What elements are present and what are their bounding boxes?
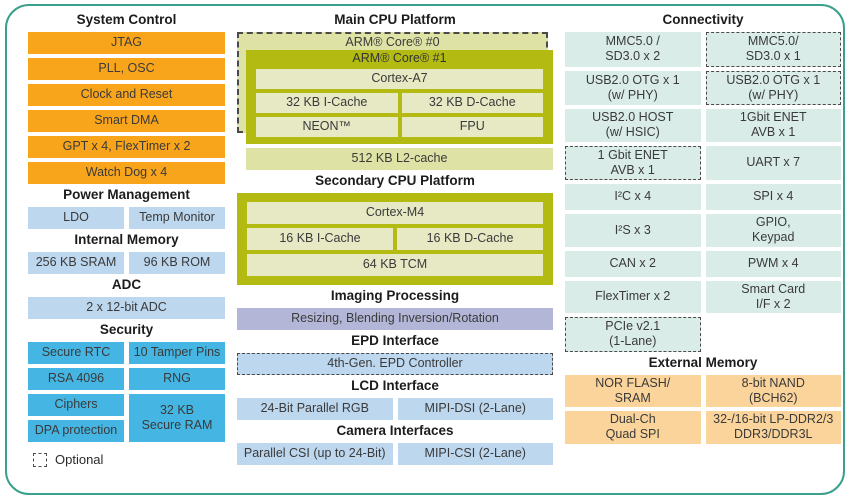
optional-legend: Optional bbox=[33, 452, 225, 467]
block-mipi-csi: MIPI-CSI (2-Lane) bbox=[397, 443, 553, 465]
block-temp-monitor: Temp Monitor bbox=[129, 207, 225, 229]
block-rng: RNG bbox=[129, 368, 225, 390]
conn-flextimer: FlexTimer x 2 bbox=[565, 280, 701, 313]
block-pll-osc: PLL, OSC bbox=[28, 58, 225, 80]
block-imaging: Resizing, Blending Inversion/Rotation bbox=[237, 308, 553, 330]
main-cpu-platform: ARM® Core® #0 ARM® Core® #1 Cortex-A7 32… bbox=[237, 32, 553, 144]
conn-pcie-optional: PCIe v2.1 (1-Lane) bbox=[565, 317, 701, 352]
connectivity-empty-slot bbox=[706, 317, 842, 352]
block-smart-dma: Smart DMA bbox=[28, 110, 225, 132]
a7-cache-row: 32 KB I-Cache 32 KB D-Cache bbox=[256, 93, 543, 113]
internal-memory-title: Internal Memory bbox=[74, 232, 179, 247]
m4-cache-row: 16 KB I-Cache 16 KB D-Cache bbox=[247, 228, 543, 250]
block-tcm: 64 KB TCM bbox=[247, 254, 543, 276]
external-memory-title: External Memory bbox=[648, 354, 758, 370]
conn-i2c: I²C x 4 bbox=[565, 184, 701, 210]
lcd-blocks: 24-Bit Parallel RGB MIPI-DSI (2-Lane) bbox=[237, 398, 553, 420]
system-control-title: System Control bbox=[76, 12, 177, 27]
secondary-cpu-platform: Cortex-M4 16 KB I-Cache 16 KB D-Cache 64… bbox=[237, 193, 553, 285]
arm-core1-box: ARM® Core® #1 Cortex-A7 32 KB I-Cache 32… bbox=[246, 50, 553, 144]
block-fpu: FPU bbox=[401, 117, 543, 137]
camera-blocks: Parallel CSI (up to 24-Bit) MIPI-CSI (2-… bbox=[237, 443, 553, 465]
block-jtag: JTAG bbox=[28, 32, 225, 54]
conn-i2s: I²S x 3 bbox=[565, 214, 701, 247]
block-tamper-pins: 10 Tamper Pins bbox=[129, 342, 225, 364]
conn-gpio-keypad: GPIO, Keypad bbox=[705, 214, 841, 247]
conn-smartcard: Smart Card I/F x 2 bbox=[705, 280, 841, 313]
imaging-title: Imaging Processing bbox=[330, 288, 460, 303]
diagram-content: System Control JTAG PLL, OSC Clock and R… bbox=[28, 9, 841, 467]
block-adc: 2 x 12-bit ADC bbox=[28, 297, 225, 319]
conn-spi: SPI x 4 bbox=[705, 184, 841, 210]
block-ldo: LDO bbox=[28, 207, 124, 229]
security-blocks: Secure RTC 10 Tamper Pins RSA 4096 RNG C… bbox=[28, 342, 225, 442]
connectivity-title: Connectivity bbox=[662, 12, 744, 27]
conn-enet-avb: 1Gbit ENET AVB x 1 bbox=[705, 109, 841, 142]
block-m4-dcache: 16 KB D-Cache bbox=[397, 228, 543, 250]
block-epd-controller: 4th-Gen. EPD Controller bbox=[237, 353, 553, 375]
block-mipi-dsi: MIPI-DSI (2-Lane) bbox=[397, 398, 553, 420]
block-parallel-rgb: 24-Bit Parallel RGB bbox=[237, 398, 393, 420]
block-rom: 96 KB ROM bbox=[129, 252, 225, 274]
conn-enet-avb-optional: 1 Gbit ENET AVB x 1 bbox=[565, 145, 701, 180]
connectivity-grid: MMC5.0 / SD3.0 x 2 MMC5.0/ SD3.0 x 1 USB… bbox=[565, 32, 841, 352]
adc-title: ADC bbox=[111, 277, 142, 292]
block-clock-reset: Clock and Reset bbox=[28, 84, 225, 106]
a7-neon-fpu-row: NEON™ FPU bbox=[256, 117, 543, 137]
adc-blocks: 2 x 12-bit ADC bbox=[28, 297, 225, 319]
conn-usb-otg: USB2.0 OTG x 1 (w/ PHY) bbox=[565, 70, 701, 105]
block-a7-icache: 32 KB I-Cache bbox=[256, 93, 398, 113]
optional-legend-label: Optional bbox=[55, 452, 104, 467]
block-cortex-a7: Cortex-A7 bbox=[256, 69, 543, 89]
block-ciphers: Ciphers bbox=[28, 394, 124, 416]
block-l2-cache: 512 KB L2-cache bbox=[246, 148, 553, 170]
block-secure-ram: 32 KB Secure RAM bbox=[129, 394, 225, 442]
extmem-nor-flash-sram: NOR FLASH/ SRAM bbox=[565, 374, 701, 407]
block-m4-icache: 16 KB I-Cache bbox=[247, 228, 393, 250]
block-parallel-csi: Parallel CSI (up to 24-Bit) bbox=[237, 443, 393, 465]
arm-core0-label: ARM® Core® #0 bbox=[345, 35, 440, 49]
external-memory-grid: NOR FLASH/ SRAM 8-bit NAND (BCH62) Dual-… bbox=[565, 374, 841, 444]
block-cortex-m4: Cortex-M4 bbox=[247, 202, 543, 224]
extmem-ddr: 32-/16-bit LP-DDR2/3 DDR3/DDR3L bbox=[705, 411, 841, 444]
system-control-blocks: JTAG PLL, OSC Clock and Reset Smart DMA … bbox=[28, 32, 225, 184]
secondary-cpu-title: Secondary CPU Platform bbox=[315, 173, 475, 188]
internal-memory-blocks: 256 KB SRAM 96 KB ROM bbox=[28, 252, 225, 274]
camera-title: Camera Interfaces bbox=[336, 423, 454, 438]
conn-mmc-sd-x2: MMC5.0 / SD3.0 x 2 bbox=[565, 32, 701, 67]
block-gpt-flextimer: GPT x 4, FlexTimer x 2 bbox=[28, 136, 225, 158]
block-rsa: RSA 4096 bbox=[28, 368, 124, 390]
power-management-title: Power Management bbox=[63, 187, 190, 202]
main-cpu-title: Main CPU Platform bbox=[334, 12, 456, 27]
conn-can: CAN x 2 bbox=[565, 250, 701, 277]
conn-uart: UART x 7 bbox=[705, 145, 841, 180]
conn-usb-otg-optional: USB2.0 OTG x 1 (w/ PHY) bbox=[705, 70, 841, 105]
arm-core1-label: ARM® Core® #1 bbox=[352, 51, 447, 65]
conn-pwm: PWM x 4 bbox=[705, 250, 841, 277]
security-title: Security bbox=[99, 322, 154, 337]
block-sram: 256 KB SRAM bbox=[28, 252, 124, 274]
block-secure-rtc: Secure RTC bbox=[28, 342, 124, 364]
extmem-quad-spi: Dual-Ch Quad SPI bbox=[565, 411, 701, 444]
power-management-blocks: LDO Temp Monitor bbox=[28, 207, 225, 229]
optional-dashed-box-icon bbox=[33, 452, 47, 467]
left-column: System Control JTAG PLL, OSC Clock and R… bbox=[28, 9, 225, 467]
middle-column: Main CPU Platform ARM® Core® #0 ARM® Cor… bbox=[237, 9, 553, 467]
lcd-title: LCD Interface bbox=[351, 378, 439, 393]
right-column: Connectivity MMC5.0 / SD3.0 x 2 MMC5.0/ … bbox=[565, 9, 841, 467]
block-neon: NEON™ bbox=[256, 117, 398, 137]
epd-title: EPD Interface bbox=[351, 333, 439, 348]
conn-usb-host: USB2.0 HOST (w/ HSIC) bbox=[565, 109, 701, 142]
block-a7-dcache: 32 KB D-Cache bbox=[401, 93, 543, 113]
block-watchdog: Watch Dog x 4 bbox=[28, 162, 225, 184]
block-dpa-protection: DPA protection bbox=[28, 420, 124, 442]
extmem-nand: 8-bit NAND (BCH62) bbox=[705, 374, 841, 407]
conn-mmc-sd-x1-optional: MMC5.0/ SD3.0 x 1 bbox=[705, 32, 841, 67]
